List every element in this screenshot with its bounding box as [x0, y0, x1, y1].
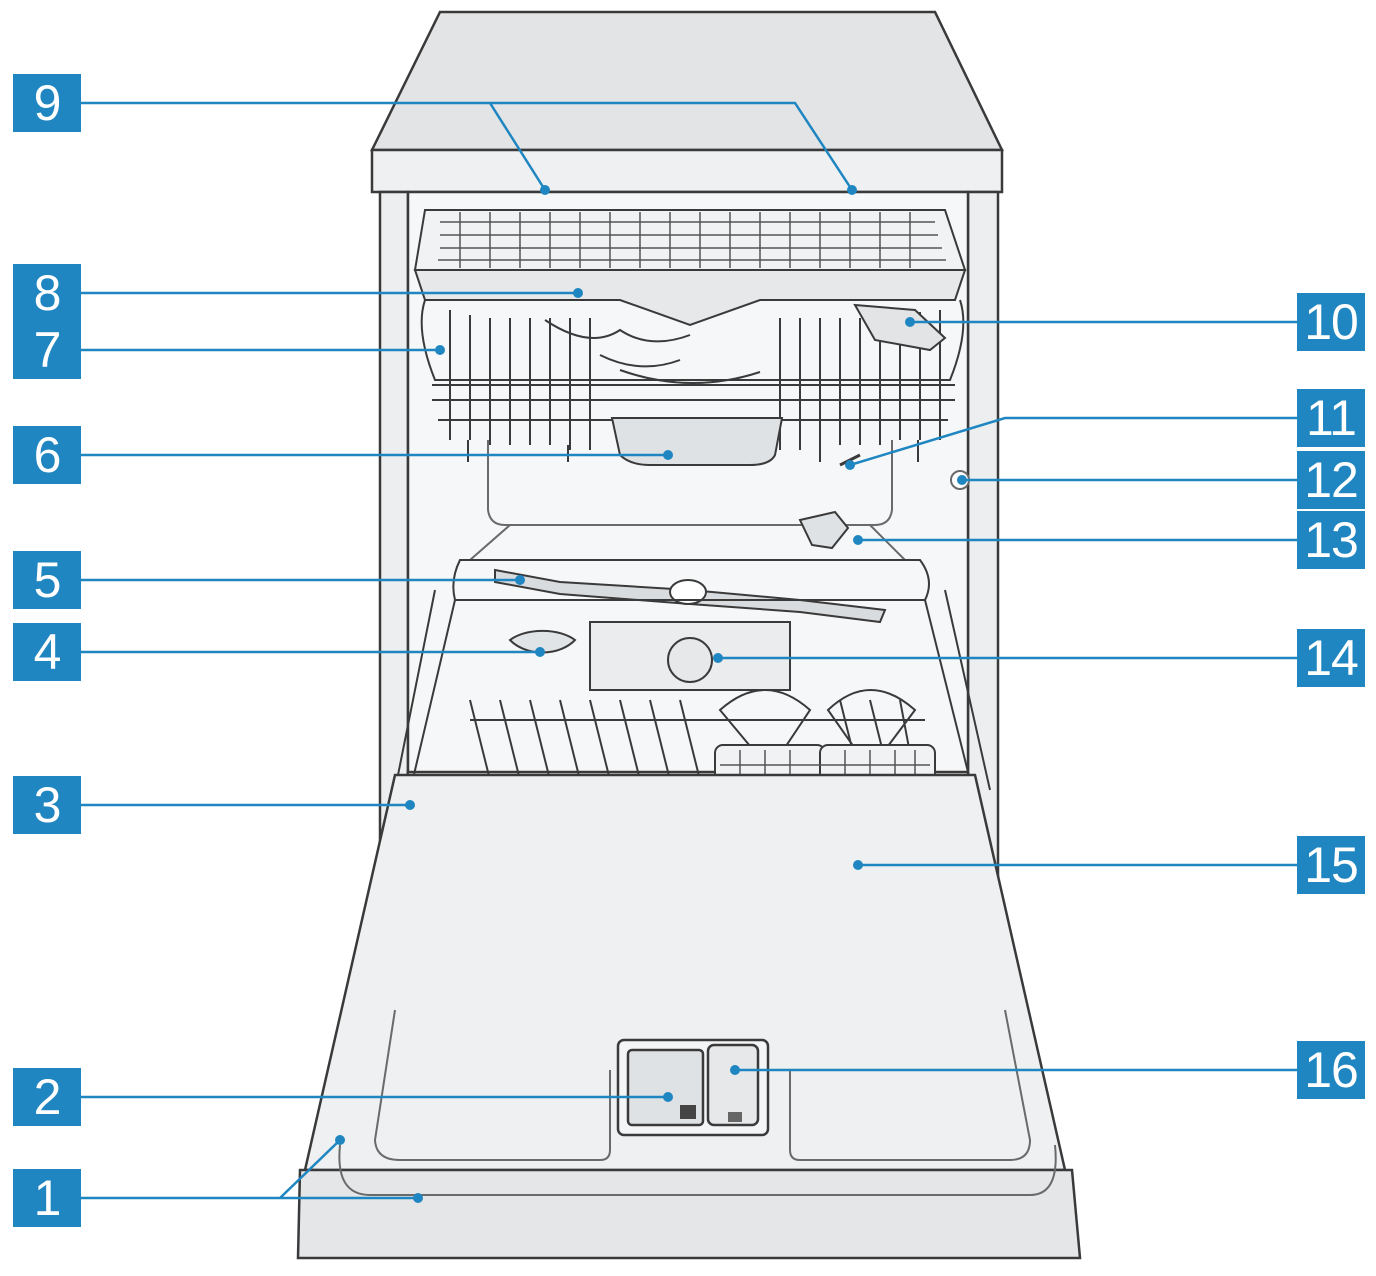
badge-16: 16 — [1297, 1041, 1365, 1099]
filter-cylinder — [668, 638, 712, 682]
badge-4: 4 — [13, 623, 81, 681]
rinse-aid-indicator — [728, 1112, 742, 1122]
badge-13: 13 — [1297, 511, 1365, 569]
door — [298, 775, 1080, 1258]
badge-7: 7 — [13, 321, 81, 379]
badge-3: 3 — [13, 776, 81, 834]
badge-1: 1 — [13, 1169, 81, 1227]
badge-6: 6 — [13, 426, 81, 484]
badge-2: 2 — [13, 1068, 81, 1126]
badge-9: 9 — [13, 74, 81, 132]
badge-14: 14 — [1297, 629, 1365, 687]
badge-11: 11 — [1297, 389, 1365, 447]
top-cover-front — [372, 150, 1002, 192]
badge-5: 5 — [13, 551, 81, 609]
dispenser-latch — [680, 1105, 696, 1119]
badge-8: 8 — [13, 264, 81, 322]
cutlery-drawer-body — [415, 210, 965, 270]
upper-spray-arm — [612, 418, 782, 465]
badge-12: 12 — [1297, 451, 1365, 509]
top-cover — [372, 12, 1002, 150]
door-front-edge — [298, 1170, 1080, 1258]
badge-15: 15 — [1297, 836, 1365, 894]
badge-10: 10 — [1297, 293, 1365, 351]
